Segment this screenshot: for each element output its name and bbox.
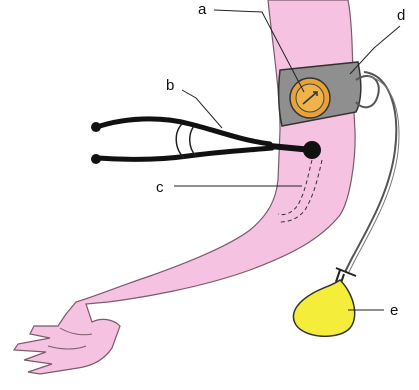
label-d: d — [397, 7, 405, 24]
pressure-gauge-icon — [290, 78, 330, 118]
inflation-bulb-icon — [293, 280, 354, 336]
label-e: e — [390, 302, 398, 319]
label-a: a — [198, 1, 207, 18]
label-b: b — [166, 77, 174, 94]
label-c: c — [156, 179, 164, 196]
